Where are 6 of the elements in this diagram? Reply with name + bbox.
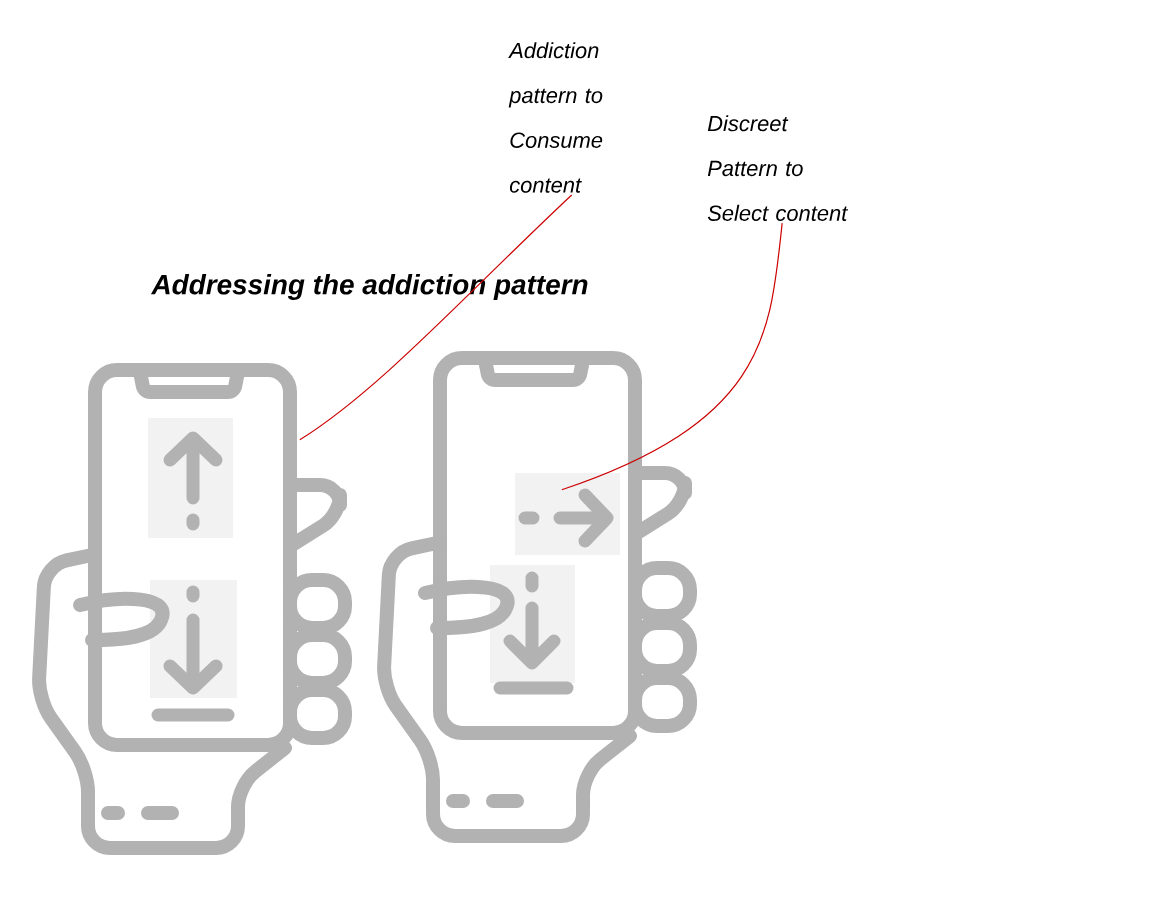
leader-line — [299, 194, 573, 441]
annotation-text: Addiction pattern to Consume content — [508, 42, 603, 193]
hand-phone-drawing — [32, 363, 352, 855]
hand-phone-drawing — [377, 351, 697, 843]
annotation-text: Discreet Pattern to Select content — [707, 115, 849, 221]
leader-line — [561, 222, 783, 491]
